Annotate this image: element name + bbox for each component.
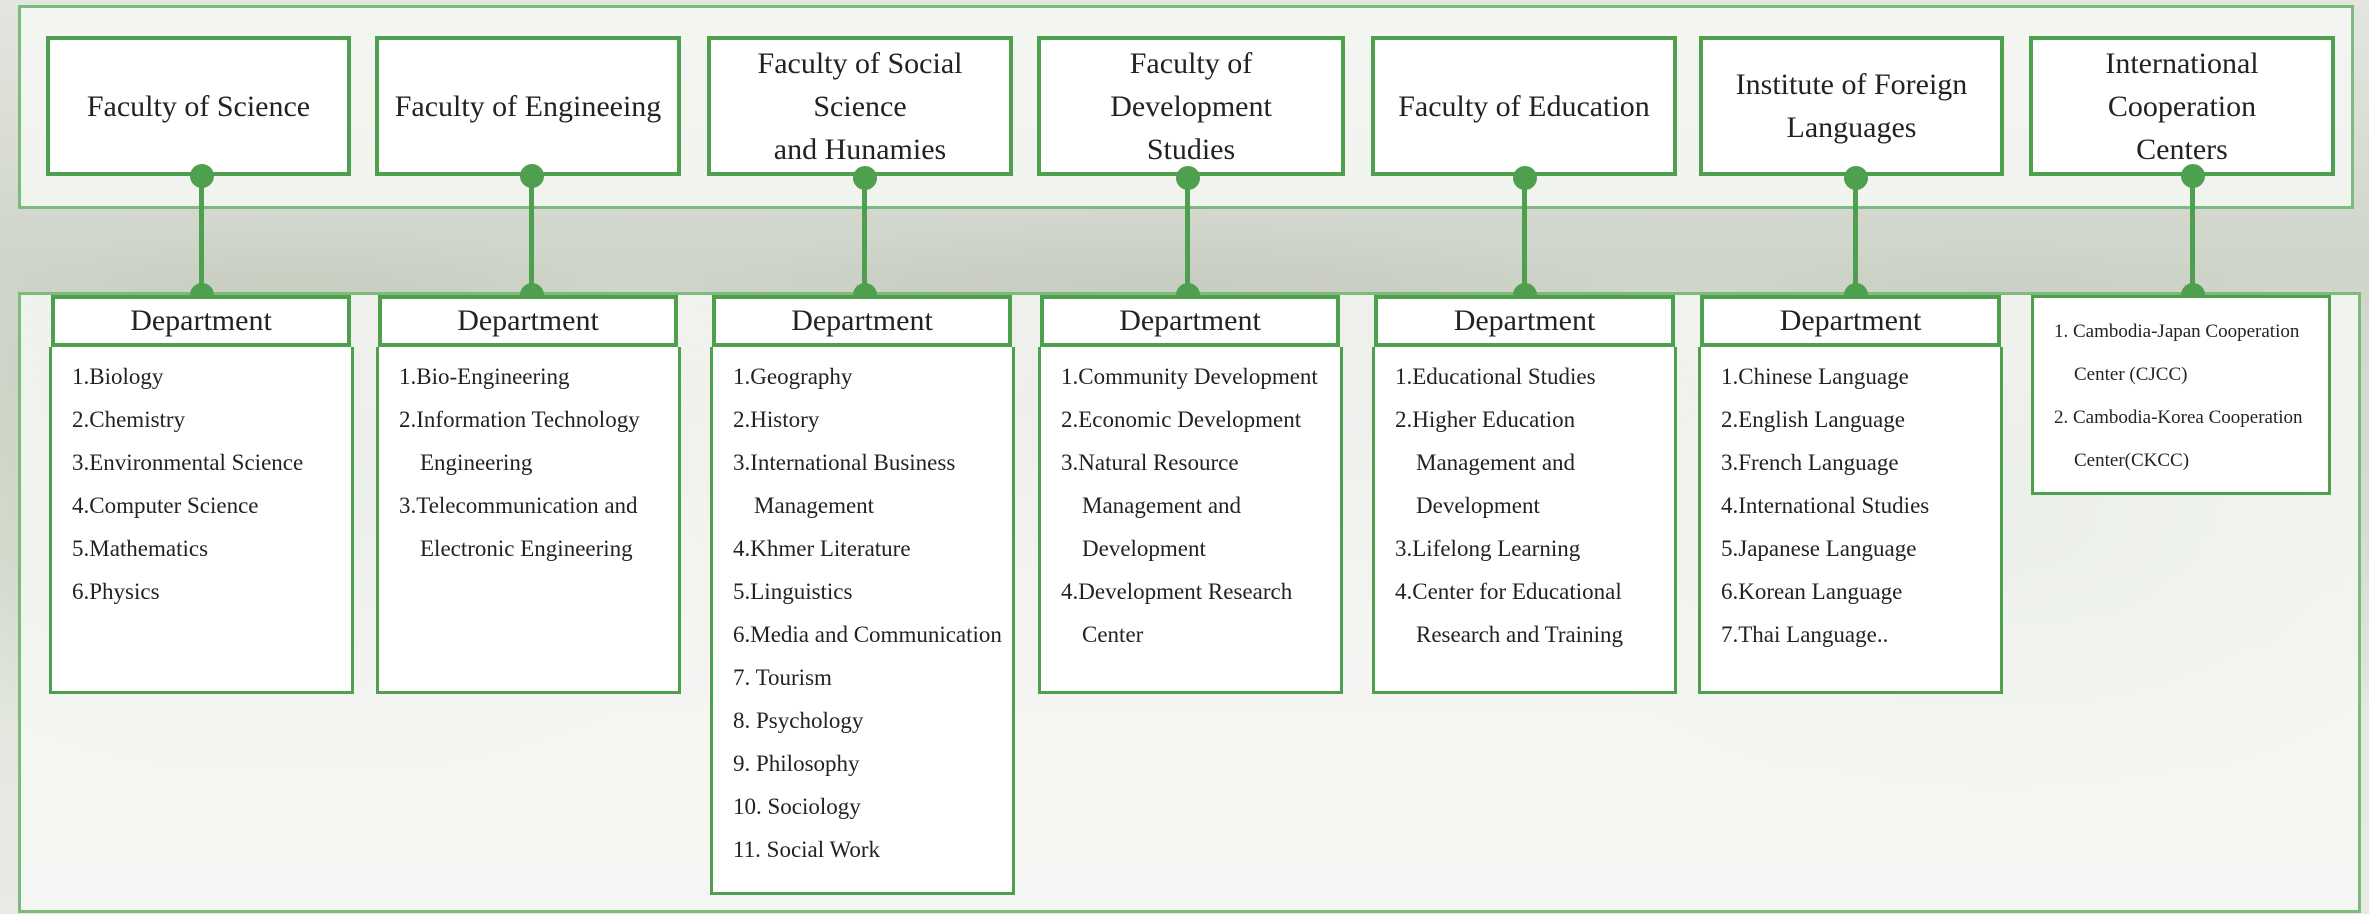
department-header: Department <box>1700 295 2001 347</box>
department-list-foreign-languages: 1.Chinese Language 2.English Language 3.… <box>1698 347 2003 694</box>
list-item: 7. Tourism <box>733 665 832 690</box>
connector-line <box>1185 176 1190 295</box>
department-header: Department <box>51 295 351 347</box>
list-item: 10. Sociology <box>733 794 861 819</box>
list-item: 2.Economic Development <box>1061 407 1302 432</box>
list-item: 3.Natural Resource <box>1061 450 1239 475</box>
connector-dot <box>190 164 214 188</box>
list-item: 1.Educational Studies <box>1395 364 1596 389</box>
list-item: 8. Psychology <box>733 708 864 733</box>
department-header: Department <box>1040 295 1340 347</box>
list-item: 2.Information Technology <box>399 407 640 432</box>
connector-dot <box>853 166 877 190</box>
list-item: 1.Community Development <box>1061 364 1318 389</box>
department-header: Department <box>1374 295 1675 347</box>
list-item: Center(CKCC) <box>2074 450 2190 471</box>
connector-line <box>199 176 204 295</box>
faculty-box-foreign-languages: Institute of Foreign Languages <box>1699 36 2004 176</box>
connector-line <box>2190 176 2195 295</box>
list-item: Research and Training <box>1416 622 1623 647</box>
department-list-social-science: 1.Geography 2.History 3.International Bu… <box>710 347 1015 895</box>
list-item: 1.Biology <box>72 364 164 389</box>
connector-dot <box>1513 166 1537 190</box>
list-item: 2.Higher Education <box>1395 407 1576 432</box>
list-item: Development <box>1082 536 1206 561</box>
list-item: 1.Chinese Language <box>1721 364 1909 389</box>
list-item: 1. Cambodia-Japan Cooperation <box>2054 321 2300 342</box>
list-item: 3.International Business <box>733 450 956 475</box>
list-item: 2. Cambodia-Korea Cooperation <box>2054 407 2303 428</box>
faculty-box-education: Faculty of Education <box>1371 36 1677 176</box>
list-item: 5.Japanese Language <box>1721 536 1917 561</box>
list-item: Center <box>1082 622 1144 647</box>
list-item: Management <box>754 493 875 518</box>
list-item: 2.Chemistry <box>72 407 186 432</box>
connector-line <box>1853 176 1858 295</box>
faculty-box-social-science: Faculty of Social Science and Hunamies <box>707 36 1013 176</box>
list-item: Engineering <box>420 450 533 475</box>
list-item: 6.Korean Language <box>1721 579 1903 604</box>
faculty-box-international-cooperation: International Cooperation Centers <box>2029 36 2335 176</box>
list-item: 2.English Language <box>1721 407 1905 432</box>
list-item: 5.Linguistics <box>733 579 853 604</box>
list-item: 3.Lifelong Learning <box>1395 536 1581 561</box>
list-item: Center (CJCC) <box>2074 364 2188 385</box>
list-item: 3.Telecommunication and <box>399 493 638 518</box>
faculty-box-engineering: Faculty of Engineeing <box>375 36 681 176</box>
list-item: Management and <box>1416 450 1576 475</box>
list-item: 9. Philosophy <box>733 751 860 776</box>
connector-line <box>862 176 867 295</box>
list-item: 6.Physics <box>72 579 160 604</box>
department-list-engineering: 1.Bio-Engineering 2.Information Technolo… <box>376 347 681 694</box>
list-item: Management and <box>1082 493 1242 518</box>
faculty-box-development-studies: Faculty of Development Studies <box>1037 36 1345 176</box>
department-header: Department <box>712 295 1012 347</box>
connector-line <box>529 176 534 295</box>
department-header: Department <box>378 295 678 347</box>
list-item: 6.Media and Communication <box>733 622 1002 647</box>
connector-dot <box>1176 166 1200 190</box>
list-item: 4.Development Research <box>1061 579 1293 604</box>
list-item: 2.History <box>733 407 820 432</box>
list-item: 4.Khmer Literature <box>733 536 911 561</box>
list-item: 4.Center for Educational <box>1395 579 1622 604</box>
connector-dot <box>1844 166 1868 190</box>
list-item: 5.Mathematics <box>72 536 209 561</box>
list-item: Development <box>1416 493 1540 518</box>
list-item: 11. Social Work <box>733 837 880 862</box>
department-list-development-studies: 1.Community Development 2.Economic Devel… <box>1038 347 1343 694</box>
faculty-box-science: Faculty of Science <box>46 36 351 176</box>
list-item: 3.French Language <box>1721 450 1899 475</box>
list-item: 1.Bio-Engineering <box>399 364 570 389</box>
list-item: Electronic Engineering <box>420 536 633 561</box>
department-list-education: 1.Educational Studies 2.Higher Education… <box>1372 347 1677 694</box>
department-list-science: 1.Biology 2.Chemistry 3.Environmental Sc… <box>49 347 354 694</box>
list-item: 3.Environmental Science <box>72 450 304 475</box>
connector-line <box>1522 176 1527 295</box>
list-item: 1.Geography <box>733 364 853 389</box>
list-item: 7.Thai Language.. <box>1721 622 1889 647</box>
connector-dot <box>520 164 544 188</box>
cooperation-centers-list: 1. Cambodia-Japan Cooperation Center (CJ… <box>2031 295 2331 495</box>
list-item: 4.International Studies <box>1721 493 1930 518</box>
list-item: 4.Computer Science <box>72 493 259 518</box>
connector-dot <box>2181 164 2205 188</box>
